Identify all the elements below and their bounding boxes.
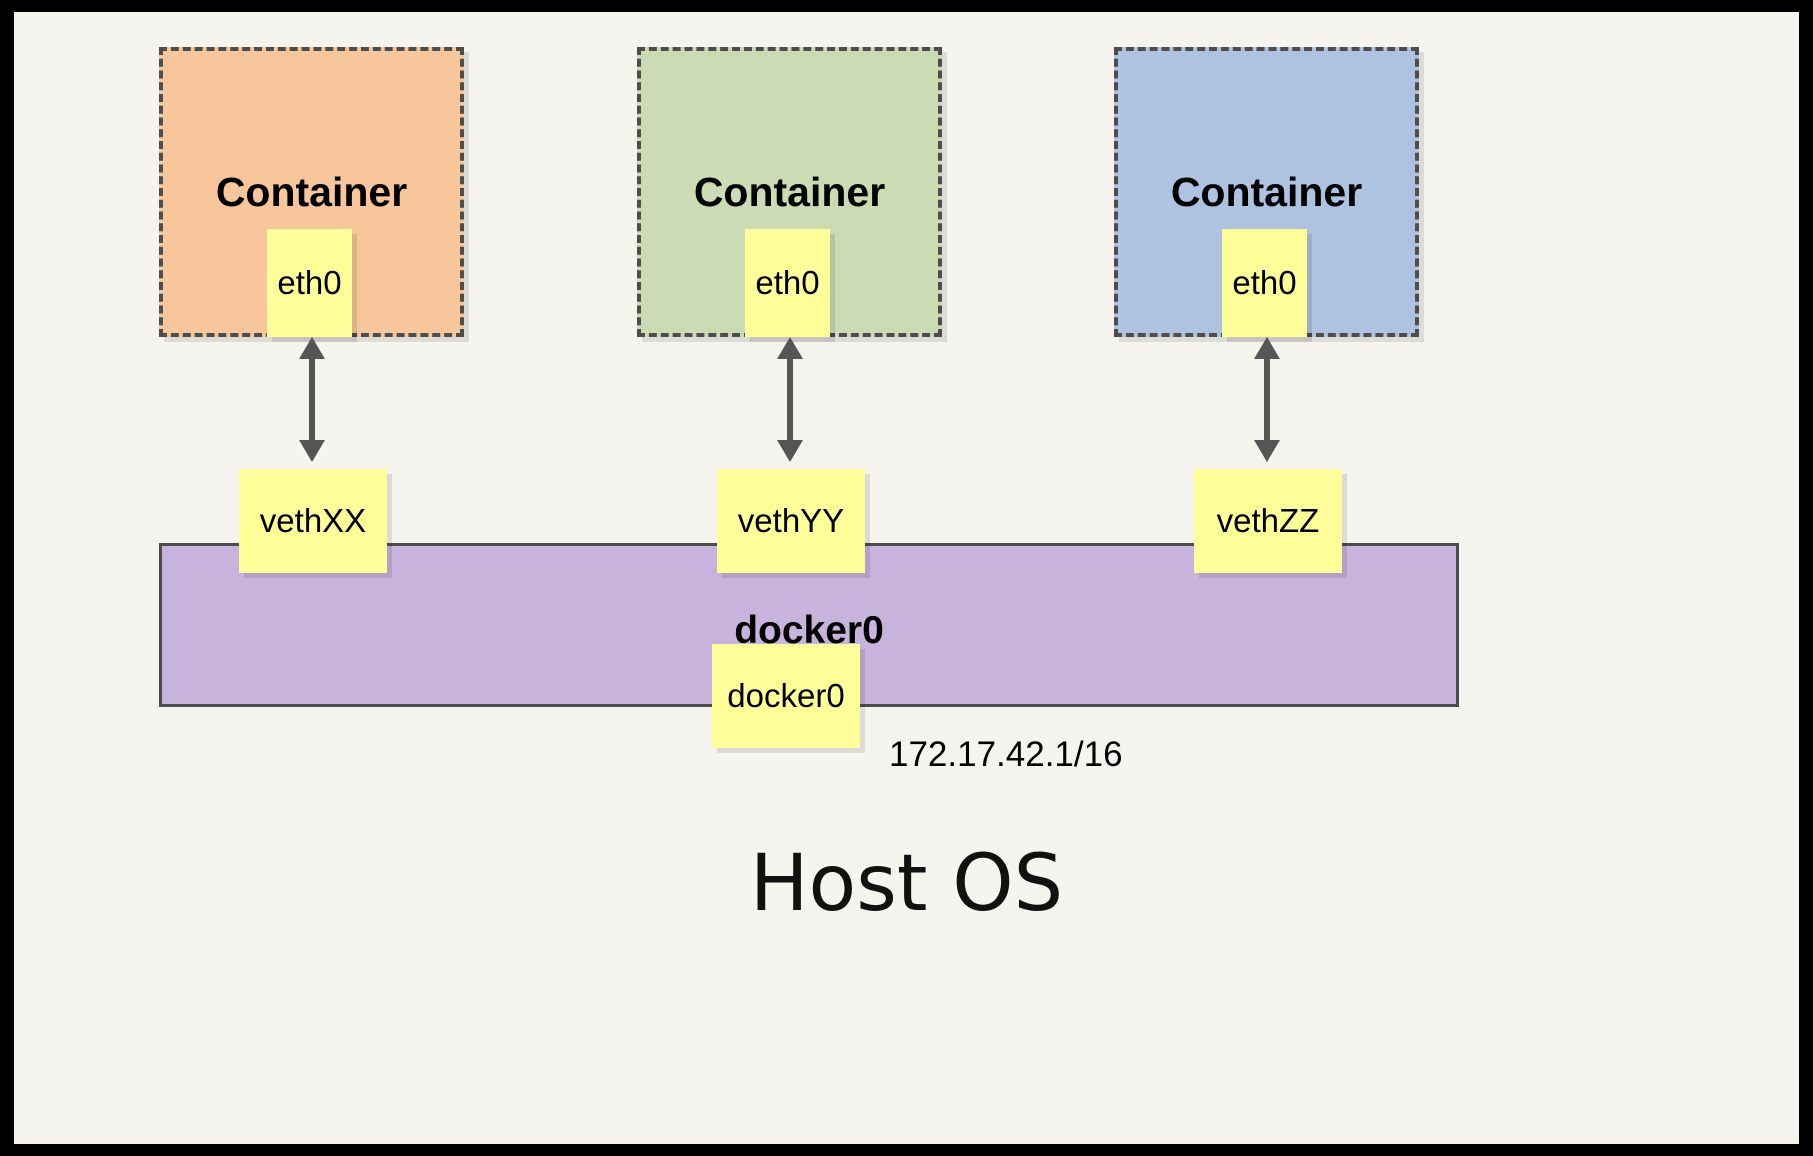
container-eth0-box-1[interactable]: eth0 (267, 229, 352, 337)
docker0-ip-label: 172.17.42.1/16 (889, 735, 1123, 774)
veth-box-3[interactable]: vethZZ (1194, 469, 1342, 573)
veth-box-2[interactable]: vethYY (717, 469, 865, 573)
docker0-interface-box[interactable]: docker0 (712, 644, 860, 748)
veth-box-1[interactable]: vethXX (239, 469, 387, 573)
double-headed-vertical-arrow-3 (1250, 337, 1284, 462)
host-os-label: Host OS (749, 839, 1064, 929)
container-title-1: Container (215, 169, 408, 215)
container-title-2: Container (693, 169, 886, 215)
double-headed-vertical-arrow-1 (295, 337, 329, 462)
container-title-3: Container (1170, 169, 1363, 215)
container-box-3[interactable]: Container (1114, 47, 1419, 337)
container-eth0-box-3[interactable]: eth0 (1222, 229, 1307, 337)
container-eth0-box-2[interactable]: eth0 (745, 229, 830, 337)
double-headed-vertical-arrow-2 (773, 337, 807, 462)
host-os-frame: Container eth0 Container eth0 Cont (14, 12, 1799, 1144)
